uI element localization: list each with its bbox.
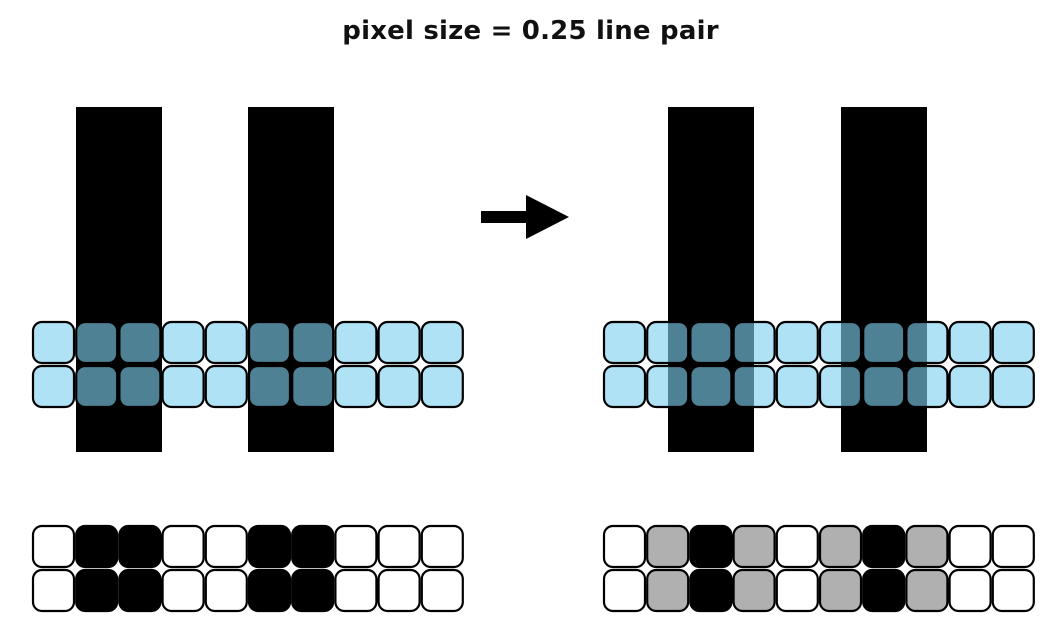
sensor-pixel: [118, 364, 162, 409]
output-pixel: [118, 524, 162, 569]
output-pixel: [948, 524, 992, 569]
sensor-pixel: [602, 320, 647, 365]
arrow-right-icon: [481, 195, 569, 239]
sensor-pixel: [75, 320, 119, 365]
sensor-pixel: [602, 364, 647, 409]
output-pixel: [602, 568, 647, 613]
sensor-pixel: [905, 364, 949, 409]
output-pixel: [204, 568, 248, 613]
output-pixel: [204, 524, 248, 569]
output-pixel: [75, 524, 119, 569]
sensor-pixel: [161, 364, 205, 409]
sensor-pixel: [420, 320, 464, 365]
sensor-pixel: [118, 320, 162, 365]
sensor-pixel: [905, 320, 949, 365]
output-pixel: [291, 568, 335, 613]
diagram-title: pixel size = 0.25 line pair: [342, 16, 719, 46]
sensor-pixel: [775, 320, 819, 365]
sensor-pixel: [291, 320, 335, 365]
sensor-pixel: [646, 320, 690, 365]
sensor-pixel: [420, 364, 464, 409]
output-pixel: [732, 568, 776, 613]
output-pixel: [75, 568, 119, 613]
sensor-pixel: [31, 364, 76, 409]
left-pixel-grid: [31, 320, 464, 409]
output-pixel: [818, 524, 863, 569]
output-pixel: [689, 524, 733, 569]
sensor-pixel: [646, 364, 690, 409]
output-pixel: [775, 568, 819, 613]
output-pixel: [818, 568, 863, 613]
right-pixel-grid: [602, 320, 1035, 409]
sensor-pixel: [991, 364, 1035, 409]
sensor-pixel: [377, 364, 421, 409]
output-pixel: [732, 524, 776, 569]
output-pixel: [334, 524, 378, 569]
right-output-grid: [602, 524, 1035, 613]
output-pixel: [161, 568, 205, 613]
output-pixel: [118, 568, 162, 613]
output-pixel: [905, 524, 949, 569]
output-pixel: [334, 568, 378, 613]
output-pixel: [602, 524, 647, 569]
sensor-pixel: [818, 364, 863, 409]
sensor-pixel: [334, 364, 378, 409]
output-pixel: [862, 568, 906, 613]
sensor-pixel: [247, 364, 292, 409]
output-pixel: [31, 524, 76, 569]
output-pixel: [377, 524, 421, 569]
sensor-pixel: [775, 364, 819, 409]
sensor-pixel: [377, 320, 421, 365]
sensor-pixel: [948, 320, 992, 365]
output-pixel: [775, 524, 819, 569]
sensor-pixel: [291, 364, 335, 409]
sensor-pixel: [247, 320, 292, 365]
sensor-pixel: [862, 320, 906, 365]
output-pixel: [31, 568, 76, 613]
output-pixel: [991, 524, 1035, 569]
output-pixel: [247, 568, 292, 613]
sensor-pixel: [732, 320, 776, 365]
sensor-pixel: [204, 364, 248, 409]
output-pixel: [291, 524, 335, 569]
left-output-grid: [31, 524, 464, 613]
output-pixel: [646, 568, 690, 613]
output-pixel: [991, 568, 1035, 613]
output-pixel: [420, 524, 464, 569]
sensor-pixel: [689, 364, 733, 409]
output-pixel: [905, 568, 949, 613]
output-pixel: [377, 568, 421, 613]
output-pixel: [247, 524, 292, 569]
output-pixel: [689, 568, 733, 613]
sensor-pixel: [991, 320, 1035, 365]
sensor-pixel: [161, 320, 205, 365]
sensor-pixel: [75, 364, 119, 409]
sensor-pixel: [334, 320, 378, 365]
sensor-pixel: [862, 364, 906, 409]
sensor-pixel: [689, 320, 733, 365]
sensor-pixel: [818, 320, 863, 365]
sensor-pixel: [732, 364, 776, 409]
output-pixel: [948, 568, 992, 613]
sensor-pixel: [948, 364, 992, 409]
sensor-pixel: [204, 320, 248, 365]
output-pixel: [862, 524, 906, 569]
output-pixel: [420, 568, 464, 613]
output-pixel: [161, 524, 205, 569]
sensor-pixel: [31, 320, 76, 365]
output-pixel: [646, 524, 690, 569]
